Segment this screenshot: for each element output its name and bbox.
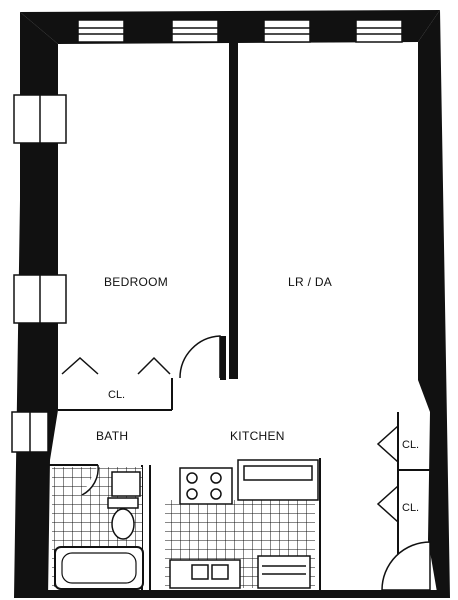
window-top-3 <box>263 19 311 43</box>
room-label-bath: BATH <box>96 429 128 443</box>
bath-sink <box>111 471 141 497</box>
window-top-1 <box>77 19 125 43</box>
closet-label-lower-right: CL. <box>402 502 419 514</box>
bedroom-door-jamb <box>220 336 226 380</box>
bedroom-closet-wall <box>58 378 173 411</box>
window-left-1 <box>13 94 67 144</box>
bathtub-inner <box>61 552 137 584</box>
toilet-tank <box>107 497 139 509</box>
closet-label-upper-right: CL. <box>402 439 419 451</box>
burner-3 <box>186 488 198 500</box>
burner-2 <box>210 472 222 484</box>
bath-door-swing <box>81 464 99 496</box>
bottom-wall <box>40 590 440 598</box>
kitchen-base-cabinets <box>169 555 311 589</box>
top-wall <box>20 10 440 44</box>
closet-door-lower-right <box>376 485 399 523</box>
toilet-bowl <box>111 508 135 540</box>
closet-door-right <box>137 356 171 375</box>
closet-label-bedroom: CL. <box>108 389 125 401</box>
entry-door-swing <box>381 541 431 591</box>
room-label-kitchen: KITCHEN <box>230 429 285 443</box>
window-left-3 <box>11 411 49 453</box>
center-partition <box>229 37 238 379</box>
burner-1 <box>186 472 198 484</box>
windows <box>11 19 403 453</box>
window-left-2 <box>13 274 67 324</box>
window-top-2 <box>171 19 219 43</box>
burner-4 <box>210 488 222 500</box>
room-label-bedroom: BEDROOM <box>104 275 168 289</box>
room-label-living-dining: LR / DA <box>288 275 332 289</box>
closet-door-left <box>61 356 99 375</box>
kitchen-counter <box>179 459 319 505</box>
range <box>179 467 233 505</box>
bedroom-door-swing <box>179 335 221 379</box>
window-top-4 <box>355 19 403 43</box>
bathtub <box>54 546 144 590</box>
closet-door-upper-right <box>376 425 399 463</box>
right-wall <box>418 10 450 598</box>
